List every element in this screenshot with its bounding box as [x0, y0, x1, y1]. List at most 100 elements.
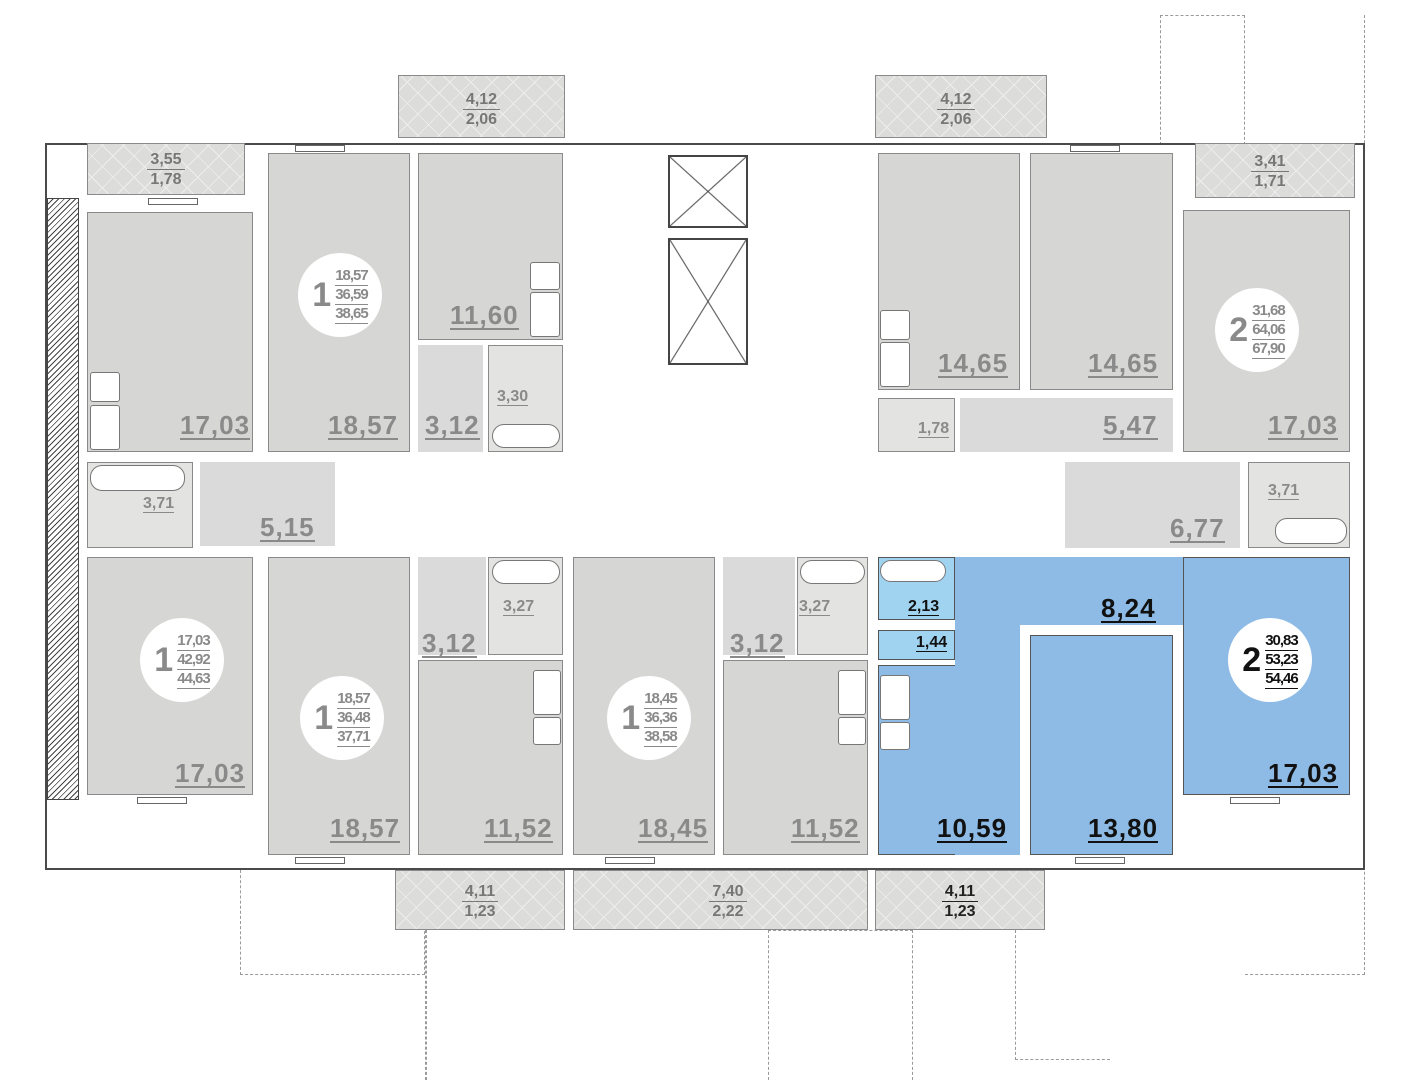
room-bedroom-highlighted: [1030, 635, 1173, 855]
room-area-label: 5,15: [260, 512, 315, 542]
balcony: [875, 75, 1047, 138]
stove-icon: [530, 262, 560, 290]
window: [1075, 857, 1125, 864]
room-area-label: 3,12: [730, 628, 785, 658]
hallway-highlighted: [955, 557, 1020, 855]
room-area-label: 14,65: [1088, 348, 1159, 378]
total-area: 64,06: [1252, 320, 1286, 340]
hallway: [1065, 462, 1240, 548]
room-count: 1: [312, 275, 332, 314]
sink-icon: [90, 405, 120, 450]
room-area-label: 17,03: [1268, 758, 1339, 788]
total-area-with-balcony: 38,58: [644, 727, 678, 747]
total-area: 36,48: [337, 708, 371, 728]
window: [605, 857, 655, 864]
room-count: 1: [314, 698, 334, 737]
elevator-shaft: [668, 155, 748, 228]
bathtub-icon: [1275, 518, 1347, 544]
room-area-label: 18,57: [328, 410, 399, 440]
room-count: 1: [621, 698, 641, 737]
room-area-label: 3,27: [799, 598, 831, 616]
room-count: 2: [1229, 310, 1249, 349]
terrace-outline: [768, 930, 913, 1080]
toilet-highlighted: [878, 630, 955, 660]
stove-icon: [880, 722, 910, 750]
window: [1230, 797, 1280, 804]
room-area-label: 5,47: [1103, 410, 1158, 440]
sink-icon: [533, 670, 561, 715]
living-area: 18,57: [337, 689, 371, 709]
total-area-with-balcony: 54,46: [1265, 669, 1299, 689]
balcony: [875, 870, 1045, 930]
toilet: [878, 398, 955, 452]
room-area-label: 18,45: [638, 813, 709, 843]
sink-icon: [838, 670, 866, 715]
room-area-label: 3,71: [143, 495, 175, 513]
room-area-label: 11,60: [450, 300, 519, 330]
hallway: [960, 398, 1173, 452]
living-area: 17,03: [177, 631, 211, 651]
balcony: [1195, 143, 1355, 198]
room-area-label: 17,03: [175, 758, 246, 788]
room-area-label: 18,57: [330, 813, 401, 843]
living-area: 31,68: [1252, 301, 1286, 321]
window: [295, 145, 345, 152]
window: [295, 857, 345, 864]
terrace-outline: [1160, 15, 1245, 145]
bathtub-icon: [880, 560, 946, 582]
sink-icon: [880, 342, 910, 387]
room-area-label: 11,52: [791, 813, 860, 843]
total-area-with-balcony: 67,90: [1252, 339, 1286, 359]
room-area-label: 10,59: [937, 813, 1008, 843]
stove-icon: [838, 717, 866, 745]
room-area-label: 1,78: [918, 420, 950, 438]
hallway: [200, 462, 335, 546]
room-area-label: 17,03: [1268, 410, 1339, 440]
room-area-label: 8,24: [1101, 593, 1156, 623]
bathtub-icon: [492, 560, 560, 584]
window: [1070, 145, 1120, 152]
total-area: 36,36: [644, 708, 678, 728]
facade-hatch: [47, 198, 79, 800]
room-bedroom: [1030, 153, 1173, 390]
total-area: 42,92: [177, 650, 211, 670]
living-area: 18,45: [644, 689, 678, 709]
stove-icon: [880, 310, 910, 340]
room-area-label: 3,71: [1268, 482, 1300, 500]
balcony: [398, 75, 565, 138]
room-kitchen-living: [87, 212, 253, 452]
hallway: [418, 345, 483, 452]
bathtub-icon: [90, 465, 185, 491]
room-area-label: 11,52: [484, 813, 553, 843]
total-area-with-balcony: 44,63: [177, 669, 211, 689]
total-area-with-balcony: 38,65: [335, 304, 369, 324]
elevator-shaft: [668, 238, 748, 365]
sink-icon: [530, 292, 560, 337]
room-count: 2: [1242, 640, 1262, 679]
hallway: [418, 557, 486, 655]
window: [137, 797, 187, 804]
room-area-label: 3,12: [422, 628, 477, 658]
stove-icon: [90, 372, 120, 402]
terrace-outline: [1015, 930, 1110, 1060]
room-count: 1: [154, 640, 174, 679]
room-area-label: 14,65: [938, 348, 1009, 378]
total-area: 36,59: [335, 285, 369, 305]
bathtub-icon: [492, 424, 560, 448]
balcony: [87, 143, 245, 195]
sink-icon: [880, 675, 910, 720]
living-area: 30,83: [1265, 631, 1299, 651]
room-area-label: 3,30: [497, 388, 529, 406]
room-area-label: 2,13: [908, 598, 940, 616]
stove-icon: [533, 717, 561, 745]
